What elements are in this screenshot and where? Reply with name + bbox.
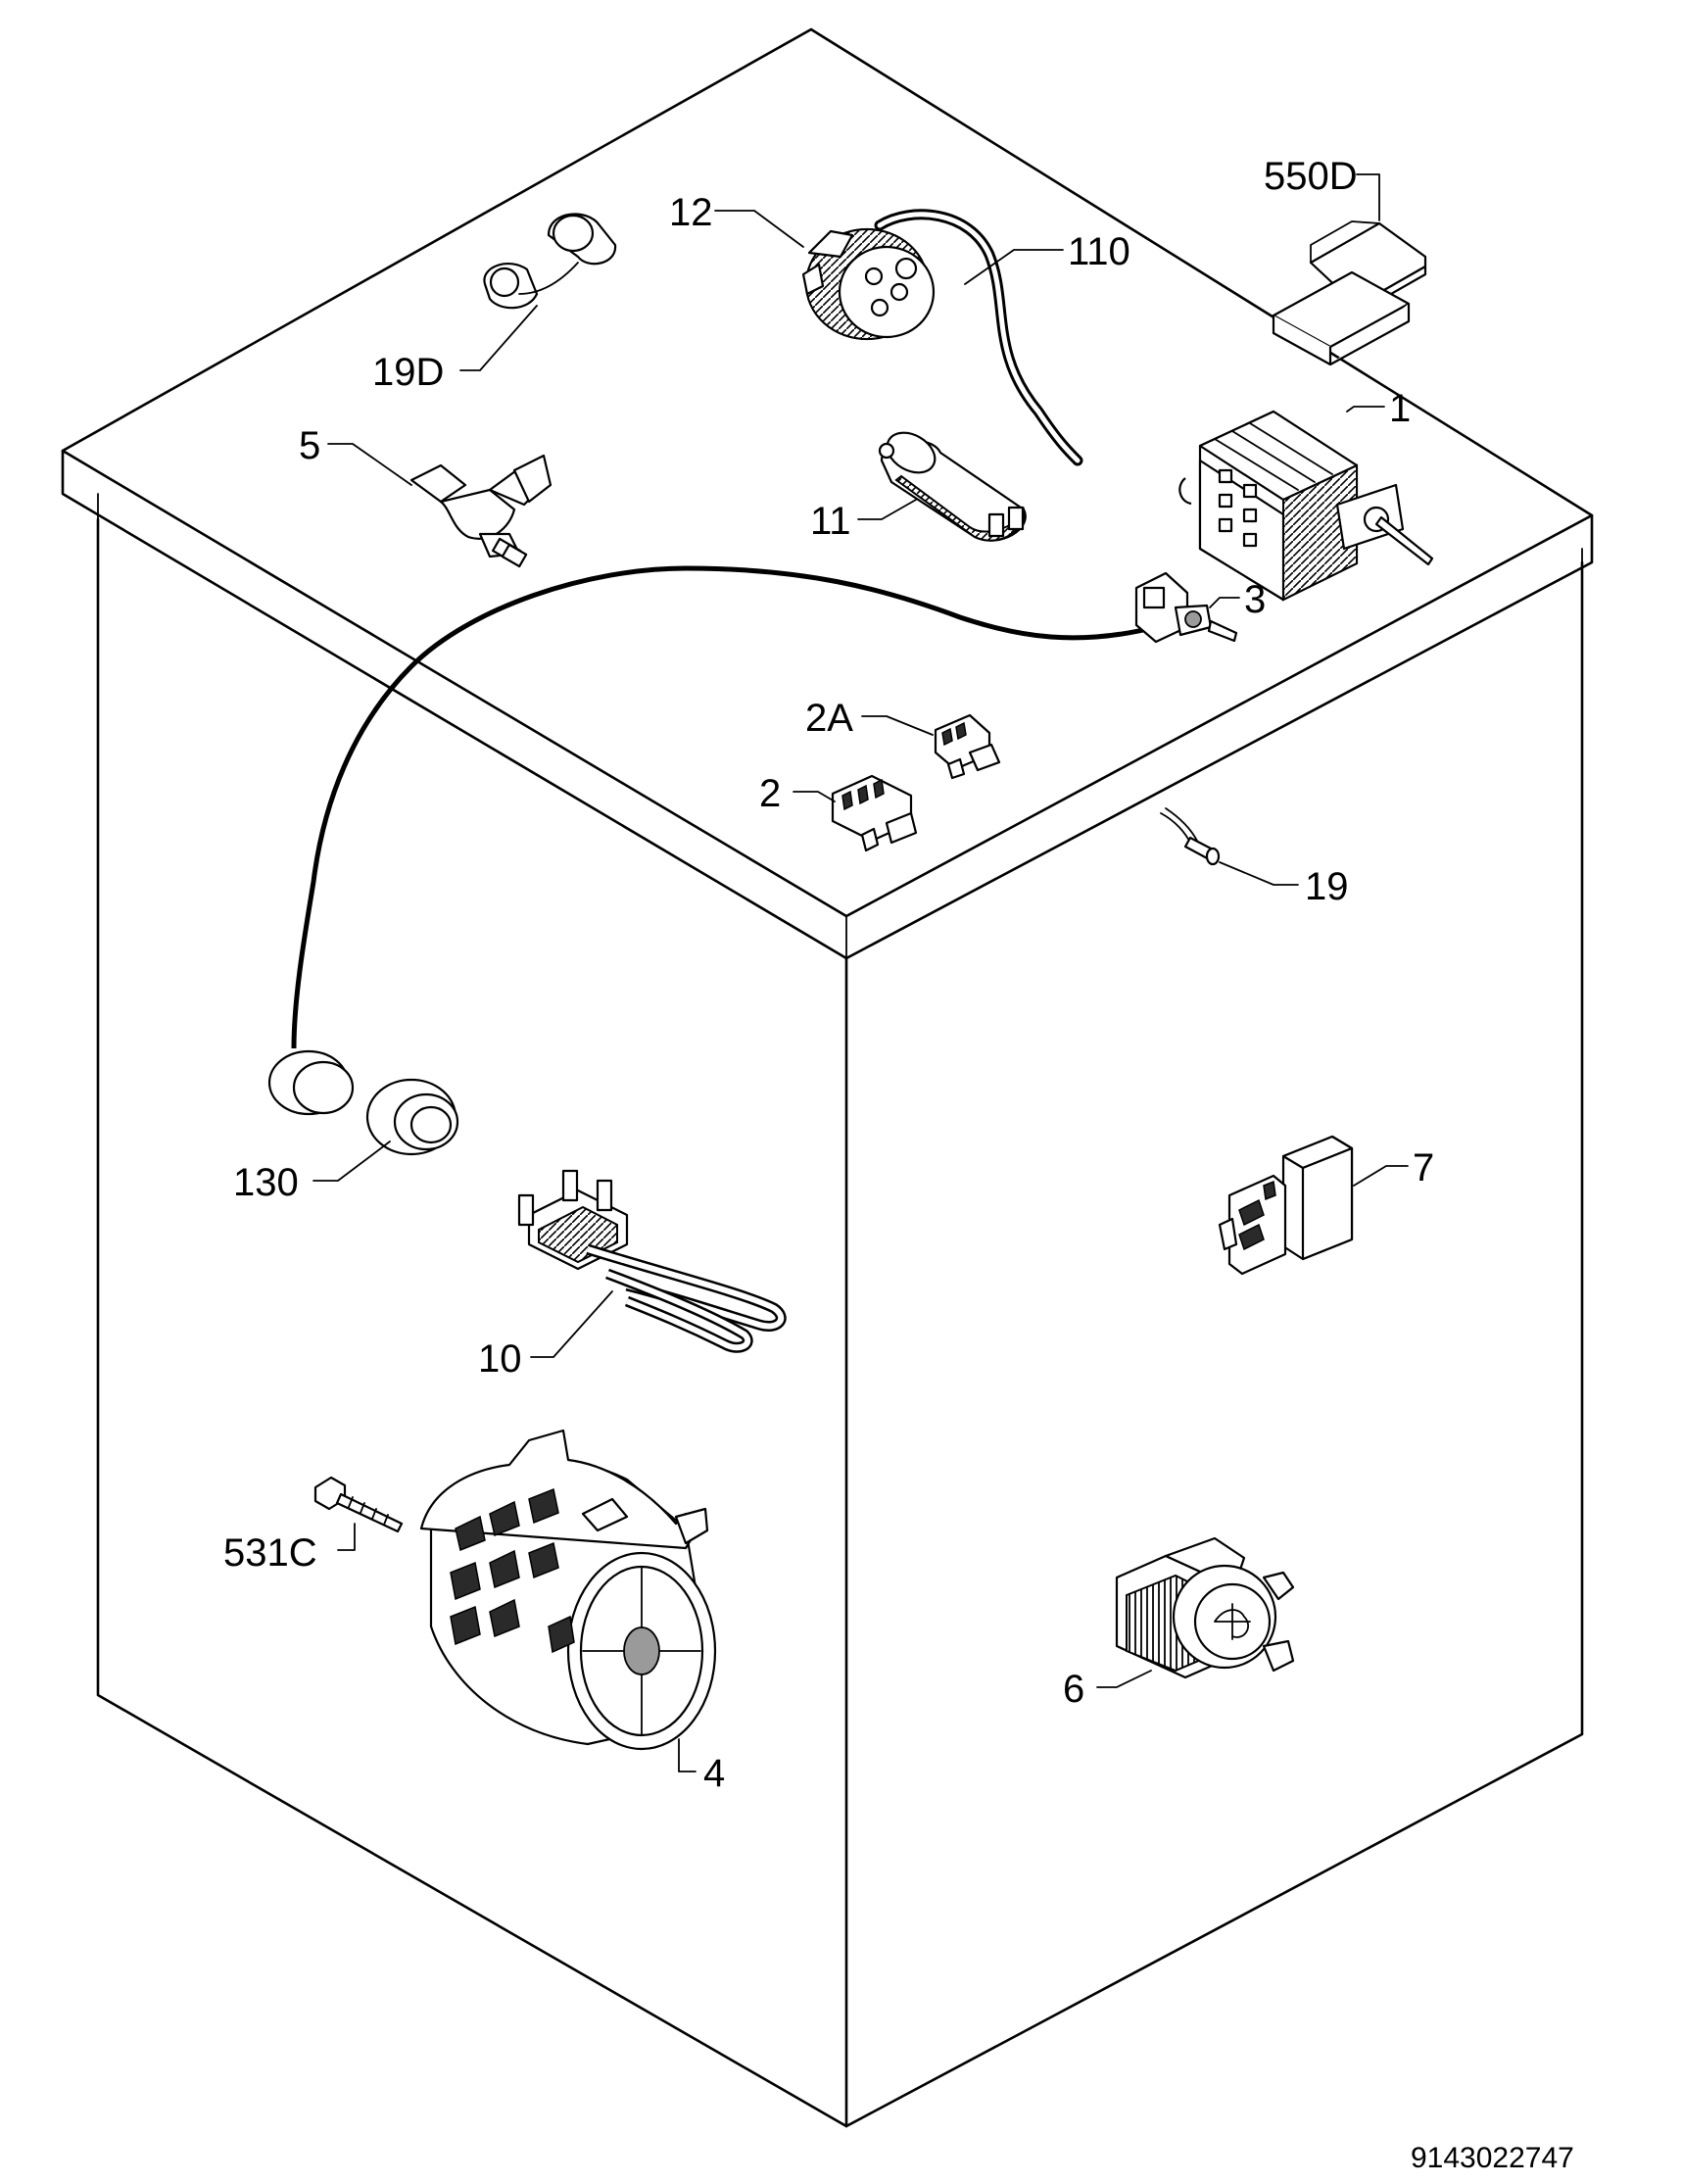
cabinet-left-face — [96, 517, 848, 2128]
label-550d: 550D — [1264, 155, 1358, 198]
part-4-motor — [419, 1429, 717, 1751]
part-110-hose — [874, 209, 1083, 466]
part-5-solenoid-valve — [409, 454, 553, 568]
part-3-sensor — [291, 565, 1238, 1049]
drawing-code: 9143022747 — [1411, 2142, 1574, 2174]
part-12-pressure-switch — [801, 227, 936, 341]
part-6-drain-pump — [1115, 1536, 1295, 1679]
part-11-capacitor — [878, 431, 1027, 542]
leader-lines — [312, 173, 1409, 1772]
label-130: 130 — [233, 1161, 299, 1204]
label-5: 5 — [299, 424, 320, 467]
label-10: 10 — [478, 1337, 522, 1381]
callout-labels: 550D 12 110 19D 1 5 11 3 2A 2 19 130 7 1… — [223, 155, 1434, 1795]
part-531c-screw — [313, 1476, 404, 1533]
label-7: 7 — [1413, 1146, 1434, 1189]
label-110: 110 — [1068, 230, 1130, 273]
label-2a: 2A — [805, 697, 853, 740]
cabinet-top-face — [61, 27, 1594, 918]
part-130-grommet — [267, 1049, 459, 1156]
label-11: 11 — [810, 500, 851, 543]
part-10-heating-element — [517, 1169, 787, 1353]
label-2: 2 — [759, 772, 781, 815]
part-550d-cover-plate — [1272, 220, 1427, 366]
part-2a-connector — [934, 713, 1001, 780]
cabinet-right-face — [844, 560, 1584, 2128]
part-19-pin — [1160, 807, 1221, 866]
part-2-connector — [831, 774, 918, 852]
label-4: 4 — [703, 1752, 725, 1795]
label-19: 19 — [1305, 865, 1349, 908]
part-7-door-lock — [1218, 1135, 1354, 1276]
part-1-programmer — [1178, 410, 1434, 602]
label-19d: 19D — [372, 351, 444, 394]
label-1: 1 — [1389, 387, 1411, 430]
cabinet — [61, 27, 1594, 2128]
label-531c: 531C — [223, 1531, 317, 1575]
label-6: 6 — [1063, 1668, 1084, 1711]
label-3: 3 — [1244, 578, 1266, 621]
label-12: 12 — [669, 191, 713, 234]
part-19d-clip — [483, 213, 617, 310]
